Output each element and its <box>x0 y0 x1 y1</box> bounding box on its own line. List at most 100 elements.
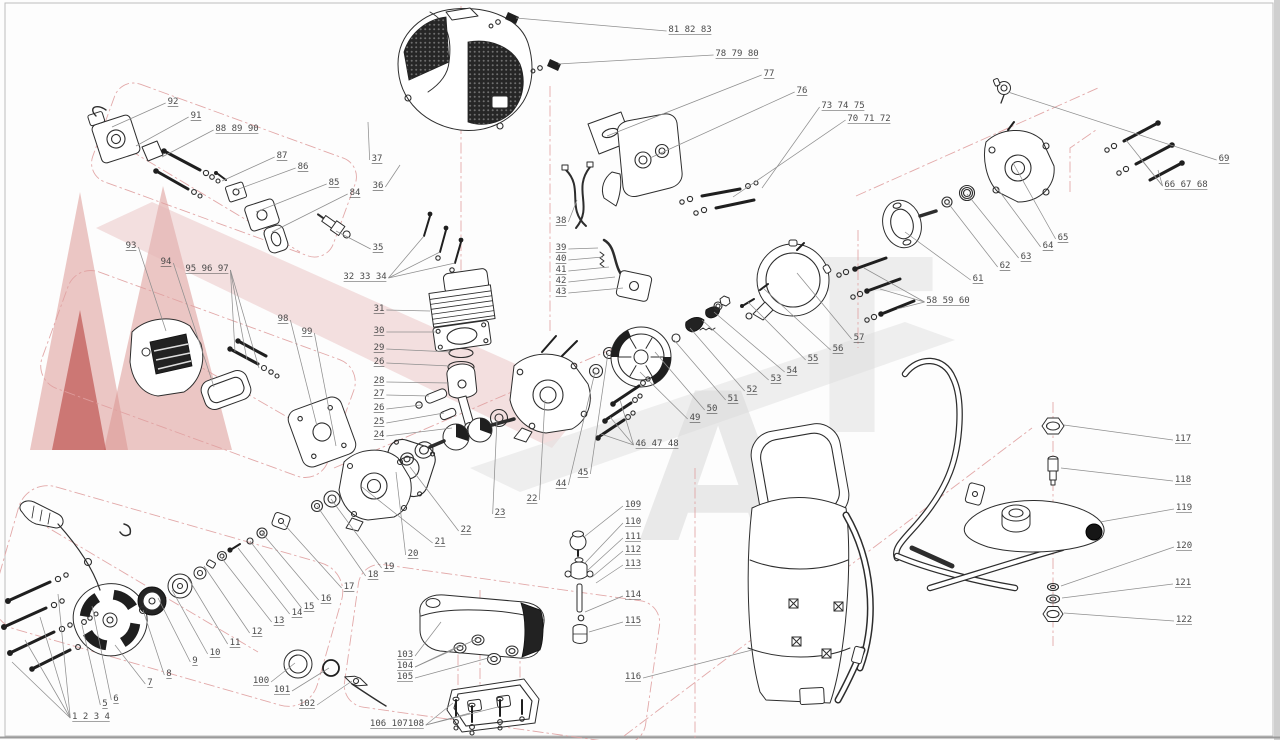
leader-line <box>270 662 296 683</box>
leader-line <box>1060 467 1174 482</box>
part-number-label: 91 <box>191 111 202 121</box>
part-number-label: 61 <box>973 274 984 284</box>
part-number-label: 23 <box>495 508 506 518</box>
callout-54-75: 54 <box>713 311 798 376</box>
leader-line <box>583 505 624 538</box>
leader-line <box>157 597 191 663</box>
leader-line <box>261 532 319 601</box>
leader-line <box>291 667 330 692</box>
throttle-coil-parts <box>599 238 653 302</box>
leader-line <box>235 167 296 191</box>
part-number-label: 21 <box>435 537 446 547</box>
part-number-label: 120 <box>1176 541 1192 551</box>
callout-28-28: 28 <box>374 376 450 386</box>
leader-line <box>673 339 726 401</box>
leader-line <box>947 202 998 268</box>
fuel-tank-group <box>283 594 545 736</box>
callout-106-107108-61: 106 107108 <box>370 702 499 729</box>
part-number-label: 122 <box>1176 615 1192 625</box>
leader-line <box>91 605 112 701</box>
part-number-label: 19 <box>384 562 395 572</box>
callout-121-97: 121 <box>1061 578 1191 599</box>
leader-line <box>600 433 634 446</box>
cylinder-base-gasket <box>432 320 492 352</box>
air-filter-group <box>129 318 357 468</box>
leader-line <box>388 251 441 279</box>
leader-line <box>595 564 624 584</box>
part-number-label: 73 74 75 <box>821 101 864 111</box>
leader-line <box>654 351 705 411</box>
part-number-label: 13 <box>274 616 285 626</box>
callout-69-86: 69 <box>1007 91 1229 164</box>
leader-line <box>57 593 71 719</box>
swivel-hardware <box>1041 417 1065 622</box>
strap-buckles <box>788 598 844 659</box>
callout-104-59: 104 <box>397 638 478 671</box>
sheet-border <box>4 2 1274 737</box>
leader-line <box>395 471 407 556</box>
leader-line <box>568 266 610 272</box>
callout-17-13: 17 <box>282 522 354 592</box>
part-number-label: 46 47 48 <box>635 439 678 449</box>
callout-94-51: 94 <box>161 257 215 388</box>
part-number-label: 54 <box>787 366 798 376</box>
leader-line <box>386 381 450 384</box>
leader-line <box>568 199 578 223</box>
callout-52-73: 52 <box>689 327 757 395</box>
callout-13-9: 13 <box>219 555 285 626</box>
leader-line <box>689 327 745 392</box>
part-number-label: 40 <box>556 254 567 264</box>
part-number-label: 62 <box>1000 261 1011 271</box>
part-number-label: 93 <box>126 241 137 251</box>
part-number-label: 36 <box>373 181 384 191</box>
leader-line <box>1007 91 1217 161</box>
callout-26-26: 26 <box>374 403 422 413</box>
part-number-label: 25 <box>374 417 385 427</box>
part-number-label: 88 89 90 <box>215 124 258 134</box>
callout-30-31: 30 <box>374 326 436 336</box>
callout-76-89: 76 <box>649 86 807 159</box>
leader-line <box>863 267 925 303</box>
spark-plug <box>316 213 351 239</box>
leader-line <box>172 262 215 388</box>
callout-11-7: 11 <box>187 577 240 648</box>
callout-105-60: 105 <box>397 656 493 682</box>
starter-bolts <box>1 572 99 672</box>
part-number-label: 117 <box>1175 434 1191 444</box>
leader-line <box>24 639 71 719</box>
callout-114-67: 114 <box>584 590 641 613</box>
callout-98-53: 98 <box>278 314 318 427</box>
fan-shroud <box>740 239 832 321</box>
part-number-label: 81 82 83 <box>668 25 711 35</box>
part-number-label: 32 33 34 <box>343 272 386 282</box>
part-number-label: 53 <box>771 374 782 384</box>
part-number-label: 112 <box>625 545 641 555</box>
part-number-label: 14 <box>292 608 303 618</box>
leader-line <box>904 231 971 281</box>
part-number-label: 85 <box>329 178 340 188</box>
part-number-label: 12 <box>252 627 263 637</box>
cap-oring <box>322 659 340 677</box>
crankcase-left <box>338 449 412 521</box>
callout-99-54: 99 <box>302 327 337 447</box>
leader-line <box>568 256 604 261</box>
callout-45-22: 45 <box>578 352 609 478</box>
part-number-label: 94 <box>161 257 172 267</box>
callout-18-14: 18 <box>316 505 378 580</box>
intake-gasket <box>263 224 289 254</box>
part-number-label: 56 <box>833 344 844 354</box>
leader-line <box>386 404 422 410</box>
washer-62 <box>941 196 953 208</box>
leader-line <box>142 609 165 676</box>
callout-6-2: 6 <box>91 605 119 704</box>
callout-55-76: 55 <box>747 301 818 364</box>
kill-switch <box>992 78 1011 104</box>
part-number-label: 113 <box>625 559 641 569</box>
callout-92-49: 92 <box>111 97 178 128</box>
part-number-label: 119 <box>1176 503 1192 513</box>
callout-14-10: 14 <box>237 547 303 618</box>
part-number-label: 41 <box>556 265 567 275</box>
callout-27-27: 27 <box>374 389 430 399</box>
leader-line <box>1099 508 1175 523</box>
